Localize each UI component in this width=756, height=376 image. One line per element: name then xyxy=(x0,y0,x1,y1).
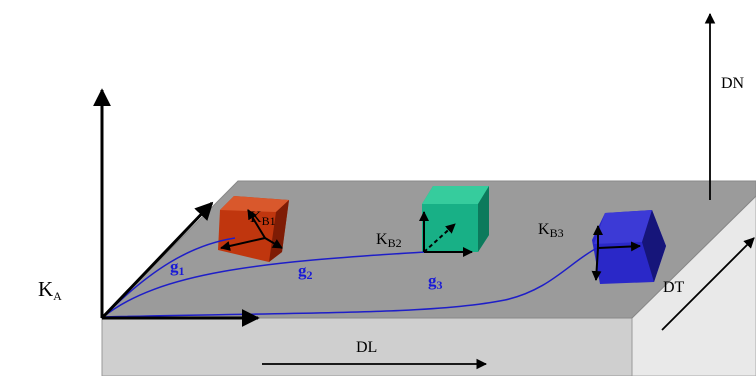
label-ka: KA xyxy=(38,277,62,303)
label-g2: g2 xyxy=(298,261,313,282)
label-g1: g1 xyxy=(170,257,185,278)
label-dn: DN xyxy=(721,75,745,92)
label-kb2: KB2 xyxy=(376,231,402,250)
frame-kb3-axes xyxy=(591,225,641,281)
label-kb3: KB3 xyxy=(538,221,564,240)
frame-kb2-axes xyxy=(419,211,473,257)
trajectory-g2 xyxy=(102,251,426,318)
cube-b1 xyxy=(218,196,289,262)
label-g3: g3 xyxy=(428,271,443,292)
frame-ka-y-axis xyxy=(100,201,214,320)
cube-b2 xyxy=(422,186,489,252)
frame-kb1-axes xyxy=(220,209,283,251)
dt-arrow xyxy=(661,237,755,331)
label-kb1: KB1 xyxy=(250,209,276,228)
label-dl: DL xyxy=(356,339,377,356)
frame-ka-axes xyxy=(93,88,260,327)
label-dt: DT xyxy=(663,279,685,296)
direction-arrows xyxy=(262,12,755,370)
trajectory-g3 xyxy=(102,247,598,318)
